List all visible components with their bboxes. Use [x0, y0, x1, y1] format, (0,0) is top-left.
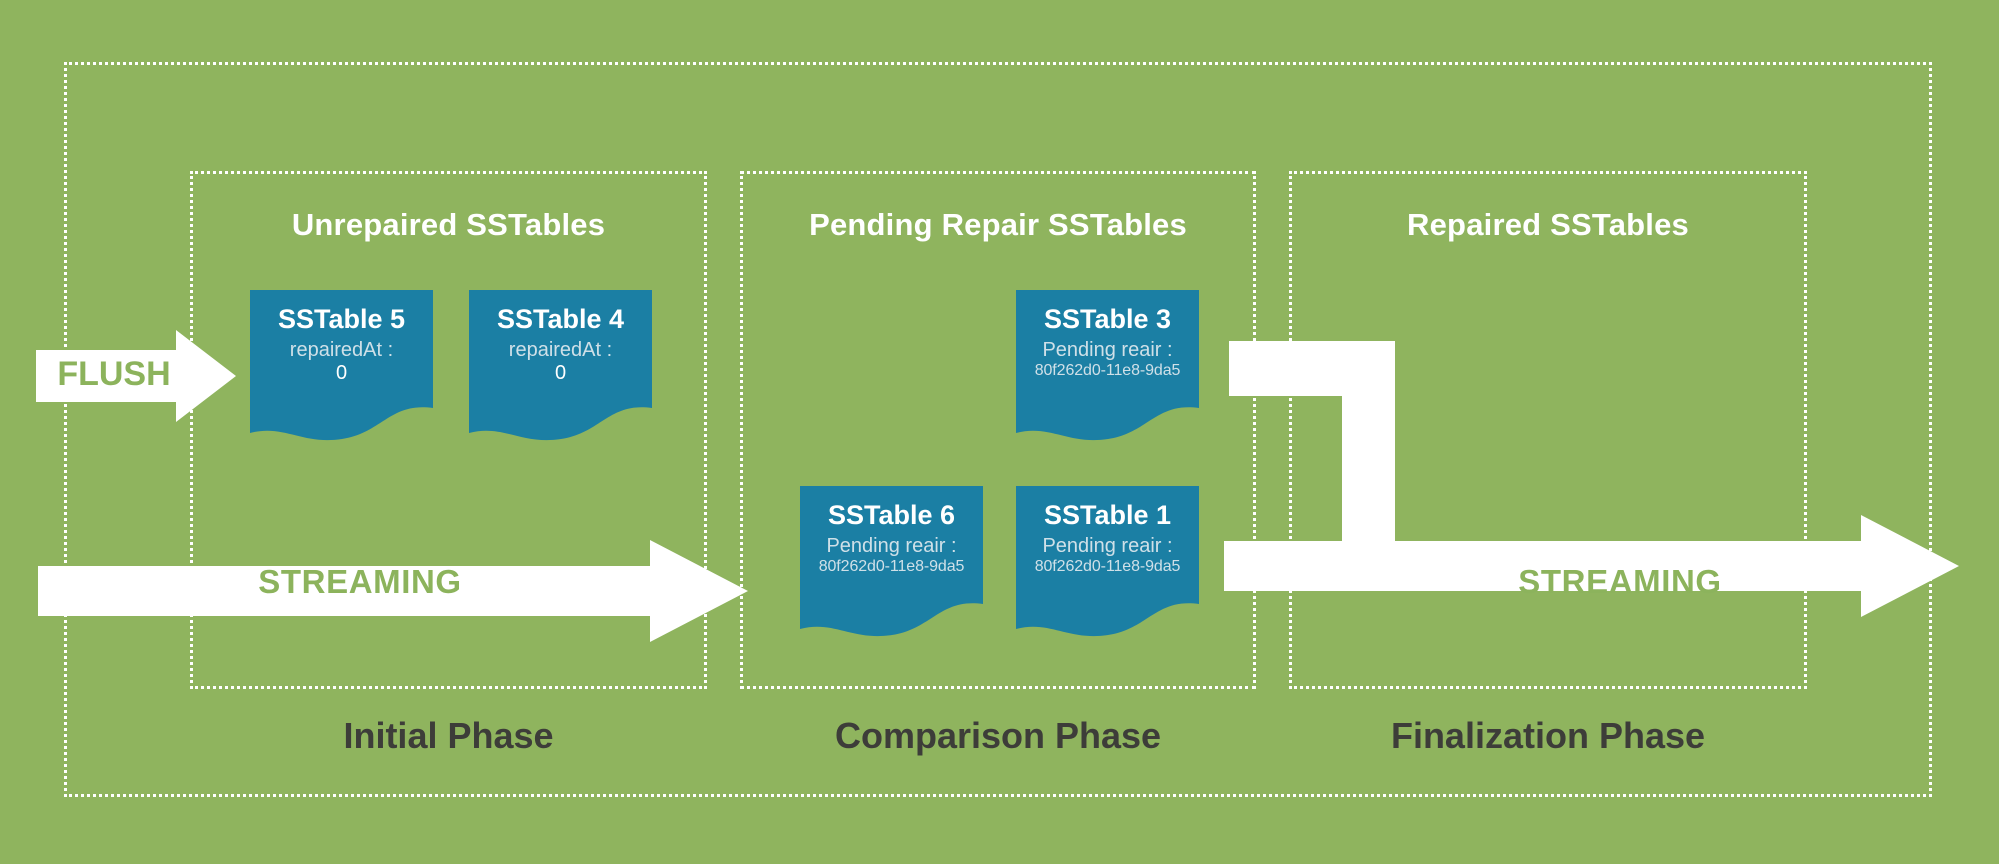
- streaming-arrow-left: [38, 540, 748, 642]
- panel-title-pending-repair: Pending Repair SSTables: [809, 207, 1187, 242]
- sstable-meta-value: 0: [554, 361, 567, 384]
- streaming-arrow-right-with-connector: [1224, 341, 1959, 617]
- sstable-name: SSTable 6: [827, 500, 956, 530]
- sstable-shape-icon: [1016, 290, 1199, 441]
- sstable-meta-label: Pending reair :: [1042, 535, 1173, 558]
- sstable-name: SSTable 3: [1043, 304, 1172, 334]
- sstable-name: SSTable 5: [277, 304, 406, 334]
- sstable-card-1[interactable]: SSTable 1 Pending reair : 80f262d0-11e8-…: [1016, 486, 1199, 646]
- sstable-uuid: 80f262d0-11e8-9da5: [1034, 361, 1181, 379]
- flush-arrow: [36, 330, 236, 422]
- sstable-meta-label: Pending reair :: [826, 535, 957, 558]
- sstable-shape-icon: [250, 290, 433, 441]
- phase-label-comparison: Comparison Phase: [834, 715, 1162, 756]
- phase-label-finalization: Finalization Phase: [1390, 715, 1706, 756]
- sstable-meta-label: Pending reair :: [1042, 339, 1173, 362]
- sstable-name: SSTable 4: [496, 304, 625, 334]
- panel-title-unrepaired: Unrepaired SSTables: [291, 207, 606, 242]
- panel-title-repaired: Repaired SSTables: [1407, 207, 1689, 242]
- sstable-meta-value: 0: [335, 361, 348, 384]
- sstable-meta-label: repairedAt :: [508, 339, 613, 362]
- sstable-meta-label: repairedAt :: [289, 339, 394, 362]
- streaming-label-right: STREAMING: [1518, 563, 1722, 600]
- sstable-card-6[interactable]: SSTable 6 Pending reair : 80f262d0-11e8-…: [800, 486, 983, 646]
- sstable-uuid: 80f262d0-11e8-9da5: [818, 557, 965, 575]
- sstable-name: SSTable 1: [1043, 500, 1172, 530]
- sstable-card-3[interactable]: SSTable 3 Pending reair : 80f262d0-11e8-…: [1016, 290, 1199, 450]
- sstable-card-5[interactable]: SSTable 5 repairedAt : 0: [250, 290, 433, 450]
- sstable-shape-icon: [469, 290, 652, 441]
- sstable-shape-icon: [800, 486, 983, 637]
- sstable-card-4[interactable]: SSTable 4 repairedAt : 0: [469, 290, 652, 450]
- streaming-label-left: STREAMING: [258, 563, 462, 600]
- phase-label-initial: Initial Phase: [343, 715, 554, 756]
- sstable-shape-icon: [1016, 486, 1199, 637]
- sstable-uuid: 80f262d0-11e8-9da5: [1034, 557, 1181, 575]
- flush-label: FLUSH: [57, 355, 171, 393]
